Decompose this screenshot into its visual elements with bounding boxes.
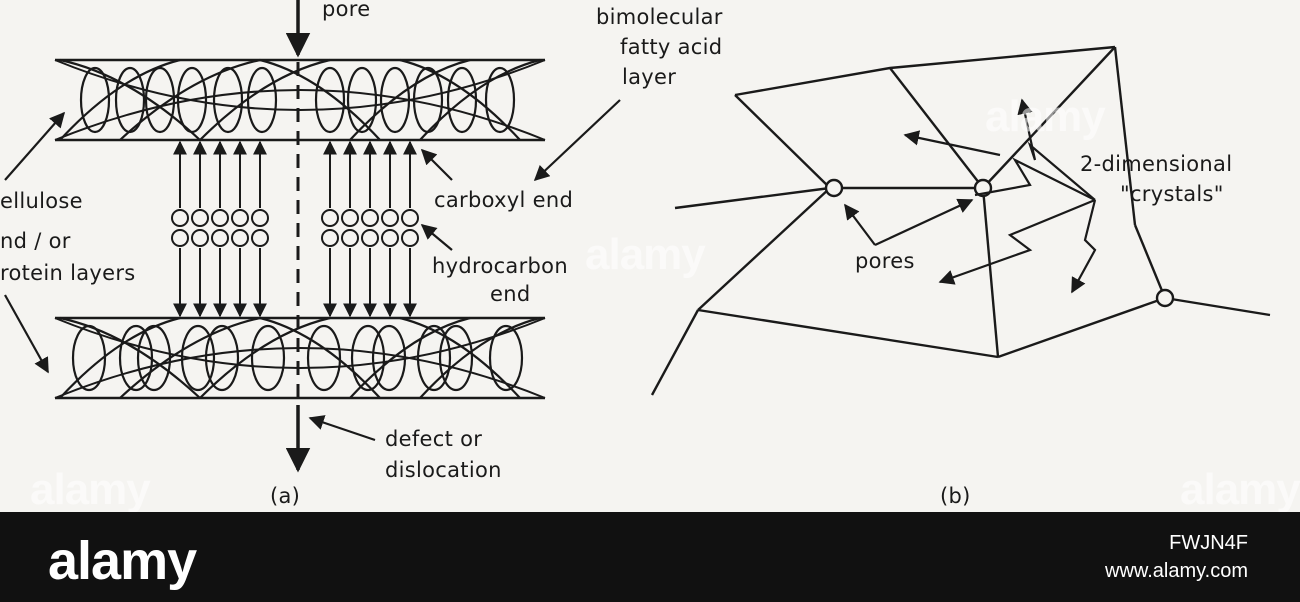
carboxyl-end-label: carboxyl end: [434, 188, 574, 212]
cellulose-strand: [259, 58, 381, 141]
cellulose-strand: [199, 316, 331, 399]
cellulose-loop: [250, 324, 286, 392]
caption-a: (a): [270, 484, 301, 508]
panel-b-arrows: [844, 98, 1097, 294]
cellulose-loop: [314, 66, 346, 134]
watermark: alamy: [1180, 465, 1300, 512]
pores-label: pores: [855, 249, 915, 273]
cellulose-strand: [419, 316, 541, 399]
cellulose-loop: [306, 324, 342, 392]
caption-b: (b): [940, 484, 971, 508]
head-group-circle: [191, 229, 209, 247]
pore-markers: [824, 178, 1175, 308]
pore-label: pore: [322, 0, 371, 21]
crystals-label-line2: "crystals": [1120, 182, 1224, 206]
cellulose-strand: [259, 316, 381, 399]
cellulose-label-line2: nd / or: [0, 229, 71, 253]
cellulose-loop: [350, 324, 386, 392]
watermark: alamy: [585, 230, 706, 279]
cellulose-strand: [119, 58, 261, 141]
head-group-circle: [401, 209, 419, 227]
head-group-circle: [381, 209, 399, 227]
cellulose-label-line1: ellulose: [0, 189, 83, 213]
panel-a-leaders: [4, 99, 621, 442]
cellulose-loop: [488, 324, 524, 392]
fatty-acid-molecules: [171, 140, 419, 318]
cellulose-label-line3: rotein layers: [0, 261, 136, 285]
cellulose-loop: [371, 324, 407, 392]
cellulose-loop: [204, 324, 240, 392]
cellulose-loop: [144, 66, 176, 134]
cellulose-strand: [349, 58, 471, 141]
head-group-circle: [341, 209, 359, 227]
cellulose-loop: [484, 66, 516, 134]
dislocation-label: dislocation: [385, 458, 502, 482]
cellulose-strand: [119, 316, 261, 399]
cellulose-loop: [79, 66, 111, 134]
head-group-circle: [251, 209, 269, 227]
hydrocarbon-label: hydrocarbon: [432, 254, 568, 278]
watermark: alamy: [30, 465, 151, 512]
image-id: FWJN4F: [1169, 532, 1248, 554]
hydrocarbon-end-label: end: [490, 282, 531, 306]
head-group-circle: [231, 229, 249, 247]
head-group-circle: [251, 229, 269, 247]
site-url[interactable]: www.alamy.com: [1105, 560, 1248, 582]
head-group-circle: [211, 209, 229, 227]
bilayer-label-line1: bimolecular: [596, 5, 723, 29]
cellulose-strand: [59, 58, 181, 141]
cellulose-loop: [438, 324, 474, 392]
footer-bar: alamy FWJN4F www.alamy.com: [0, 512, 1300, 602]
bilayer-label-line2: fatty acid: [620, 35, 723, 59]
diagram-figure: pore ellulose nd / or rotein layers carb…: [0, 0, 1300, 512]
crystal-boundaries: [650, 45, 1271, 396]
cellulose-strand: [59, 316, 201, 399]
defect-label: defect or: [385, 427, 483, 451]
crystals-label-line1: 2-dimensional: [1080, 152, 1233, 176]
cellulose-strand: [199, 58, 331, 141]
head-group-circle: [321, 229, 339, 247]
cellulose-loop: [416, 324, 452, 392]
head-group-circle: [171, 209, 189, 227]
cellulose-strand: [419, 58, 541, 141]
bottom-cellulose-layer: [54, 316, 546, 400]
head-group-circle: [381, 229, 399, 247]
cellulose-strand: [59, 58, 201, 141]
cellulose-loop: [212, 66, 244, 134]
head-group-circle: [341, 229, 359, 247]
cellulose-loop: [346, 66, 378, 134]
cellulose-loop: [246, 66, 278, 134]
diagram-canvas: [4, 0, 1271, 473]
head-group-circle: [231, 209, 249, 227]
head-group-circle: [361, 229, 379, 247]
alamy-logo[interactable]: alamy: [48, 531, 197, 591]
head-group-circle: [401, 229, 419, 247]
bilayer-label-line3: layer: [622, 65, 677, 89]
watermark: alamy: [985, 92, 1106, 141]
head-group-circle: [361, 209, 379, 227]
cellulose-loop: [180, 324, 216, 392]
cellulose-strand: [59, 316, 181, 399]
top-cellulose-layer: [54, 58, 546, 142]
cellulose-strand: [399, 58, 521, 141]
head-group-circle: [321, 209, 339, 227]
head-group-circle: [191, 209, 209, 227]
head-group-circle: [211, 229, 229, 247]
cellulose-strand: [349, 316, 471, 399]
head-group-circle: [171, 229, 189, 247]
cellulose-loop: [136, 324, 172, 392]
